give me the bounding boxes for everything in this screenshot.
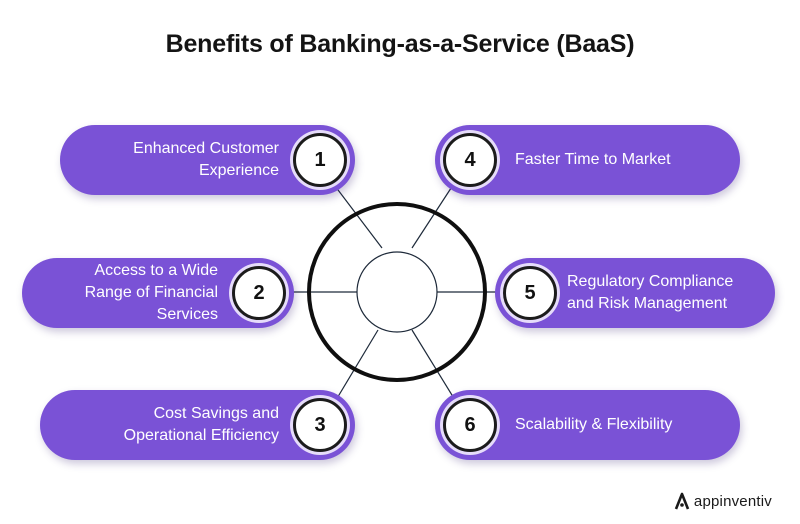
benefit-4: 4 Faster Time to Market [435,125,740,195]
benefit-1-label: Enhanced Customer Experience [133,140,279,179]
benefit-2-label: Access to a Wide Range of Financial Serv… [84,262,218,323]
benefit-5-number: 5 [503,266,557,320]
benefit-4-number: 4 [443,133,497,187]
benefit-6-number: 6 [443,398,497,452]
benefit-4-label: Faster Time to Market [515,151,671,168]
appinventiv-logo-icon [674,492,690,510]
benefit-5: 5 Regulatory Compliance and Risk Managem… [495,258,775,328]
benefit-3-label: Cost Savings and Operational Efficiency [123,405,279,444]
benefit-3: Cost Savings and Operational Efficiency … [40,390,355,460]
brand-logo: appinventiv [674,492,772,510]
benefit-6-label: Scalability & Flexibility [515,416,673,433]
brand-name: appinventiv [693,492,772,510]
connector-3 [335,329,379,401]
benefit-2-number: 2 [232,266,286,320]
connector-6 [411,329,456,401]
benefit-5-label: Regulatory Compliance and Risk Managemen… [567,273,734,312]
hub-outer-ring [307,202,487,382]
connector-4 [411,181,456,249]
benefit-2: Access to a Wide Range of Financial Serv… [22,258,294,328]
benefit-6: 6 Scalability & Flexibility [435,390,740,460]
benefit-1: Enhanced Customer Experience 1 [60,125,355,195]
page-title: Benefits of Banking-as-a-Service (BaaS) [165,30,635,58]
hub-inner-circle [356,251,438,333]
benefit-1-number: 1 [293,133,347,187]
benefit-3-number: 3 [293,398,347,452]
